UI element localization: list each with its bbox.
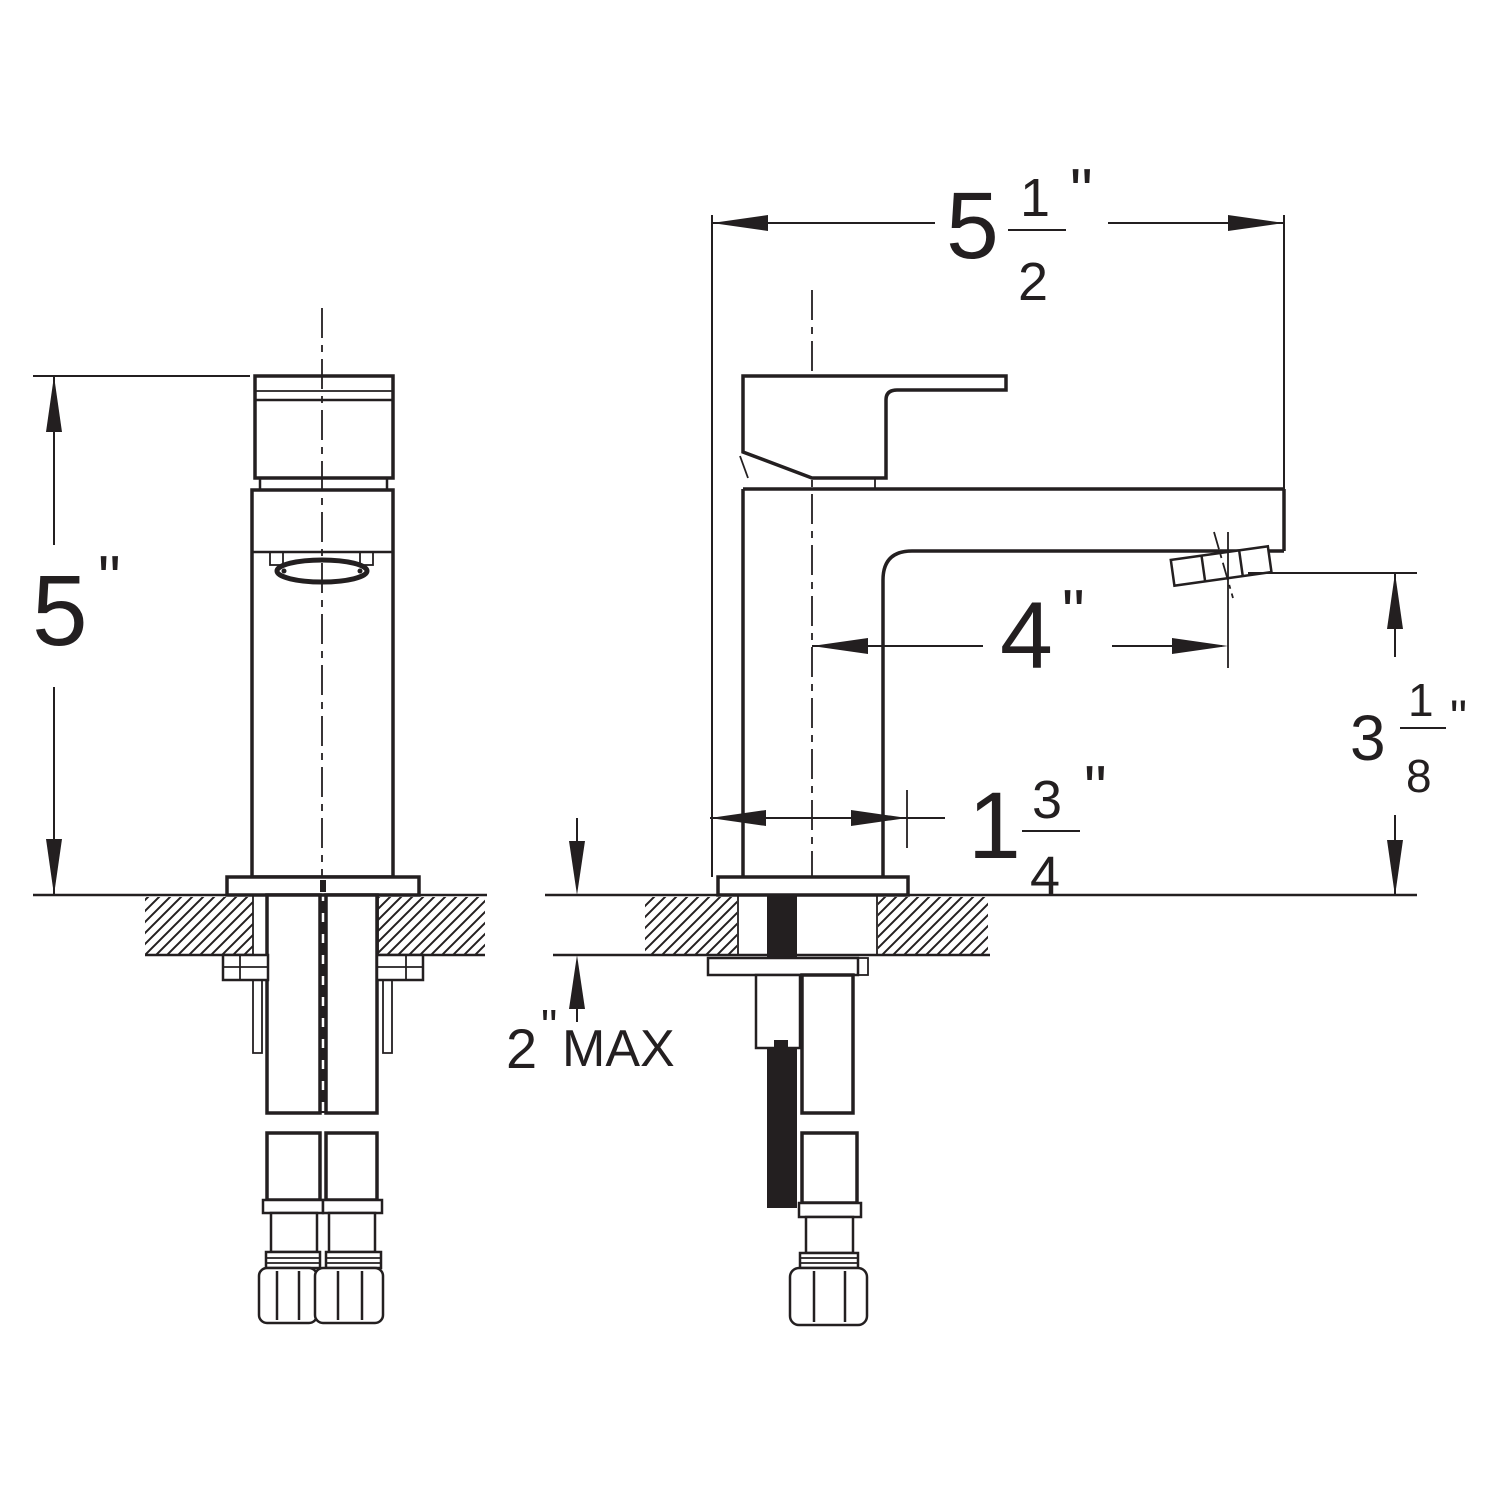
dim-overall-width-whole: 5 <box>946 173 999 279</box>
dim-base-width-unit: " <box>1084 752 1107 824</box>
front-view <box>33 308 487 1325</box>
front-hex-nut-left <box>257 1266 319 1325</box>
dim-overall-height: 5 " <box>32 375 250 895</box>
dim-overall-width: 5 1 2 " <box>711 155 1285 877</box>
counter-hatch-right <box>378 897 485 955</box>
dim-overall-width-unit: " <box>1070 155 1093 227</box>
side-mounting-hardware <box>706 895 869 1208</box>
dim-deck-thickness-value: 2 <box>506 1017 537 1080</box>
side-washer <box>706 956 860 977</box>
side-shank <box>800 973 855 1115</box>
side-stud-threaded <box>767 1048 797 1208</box>
side-supply-hose <box>788 1131 869 1327</box>
side-body-spout <box>741 487 1286 877</box>
dim-spout-reach-value: 4 <box>1000 583 1053 689</box>
front-supply-hoses <box>257 1131 385 1325</box>
dim-overall-width-num: 1 <box>1020 168 1050 228</box>
side-aerator <box>1169 544 1273 588</box>
front-shank-left <box>265 893 322 1115</box>
dim-overall-height-value: 5 <box>32 555 88 667</box>
side-sleeve <box>754 973 802 1050</box>
front-shank-right <box>324 893 379 1115</box>
dim-overall-width-den: 2 <box>1018 252 1048 312</box>
side-base-plate <box>716 875 910 897</box>
dim-base-width-whole: 1 <box>968 773 1021 879</box>
dim-base-width-num: 3 <box>1032 770 1062 830</box>
side-counter <box>545 893 1417 957</box>
side-hex-nut <box>788 1266 869 1327</box>
front-counter <box>33 893 487 957</box>
dim-spout-outlet-whole: 3 <box>1350 702 1386 774</box>
dim-deck-thickness: 2 " MAX <box>506 818 675 1080</box>
side-handle <box>741 374 1008 480</box>
dim-base-width: 1 3 4 " <box>710 752 1107 906</box>
dim-spout-reach-unit: " <box>1062 576 1085 648</box>
side-view <box>545 290 1417 1327</box>
dim-spout-outlet-den: 8 <box>1406 750 1432 802</box>
dim-spout-outlet-unit: " <box>1450 692 1467 745</box>
dim-deck-thickness-suffix: MAX <box>562 1020 675 1078</box>
front-mounting-rods <box>252 980 393 1054</box>
counter-hatch-left <box>145 897 253 955</box>
front-washers <box>221 953 425 982</box>
front-handle <box>253 374 395 480</box>
dim-deck-thickness-unit: " <box>541 1000 557 1052</box>
dim-spout-reach: 4 " <box>812 532 1229 689</box>
dim-spout-outlet-num: 1 <box>1408 674 1434 726</box>
front-aerator <box>269 551 374 585</box>
front-hex-nut-right <box>313 1266 385 1325</box>
dim-overall-height-unit: " <box>98 542 121 614</box>
dim-spout-outlet-height: 3 1 8 " <box>1248 572 1467 896</box>
dim-base-width-den: 4 <box>1030 846 1060 906</box>
